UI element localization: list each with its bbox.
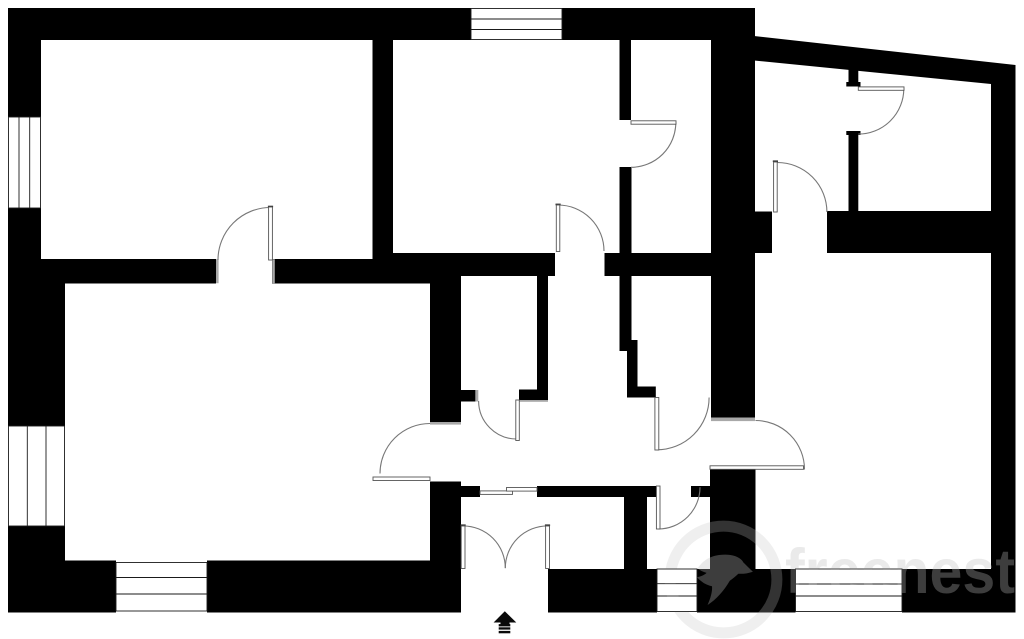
svg-text:freenest: freenest	[785, 537, 1015, 607]
